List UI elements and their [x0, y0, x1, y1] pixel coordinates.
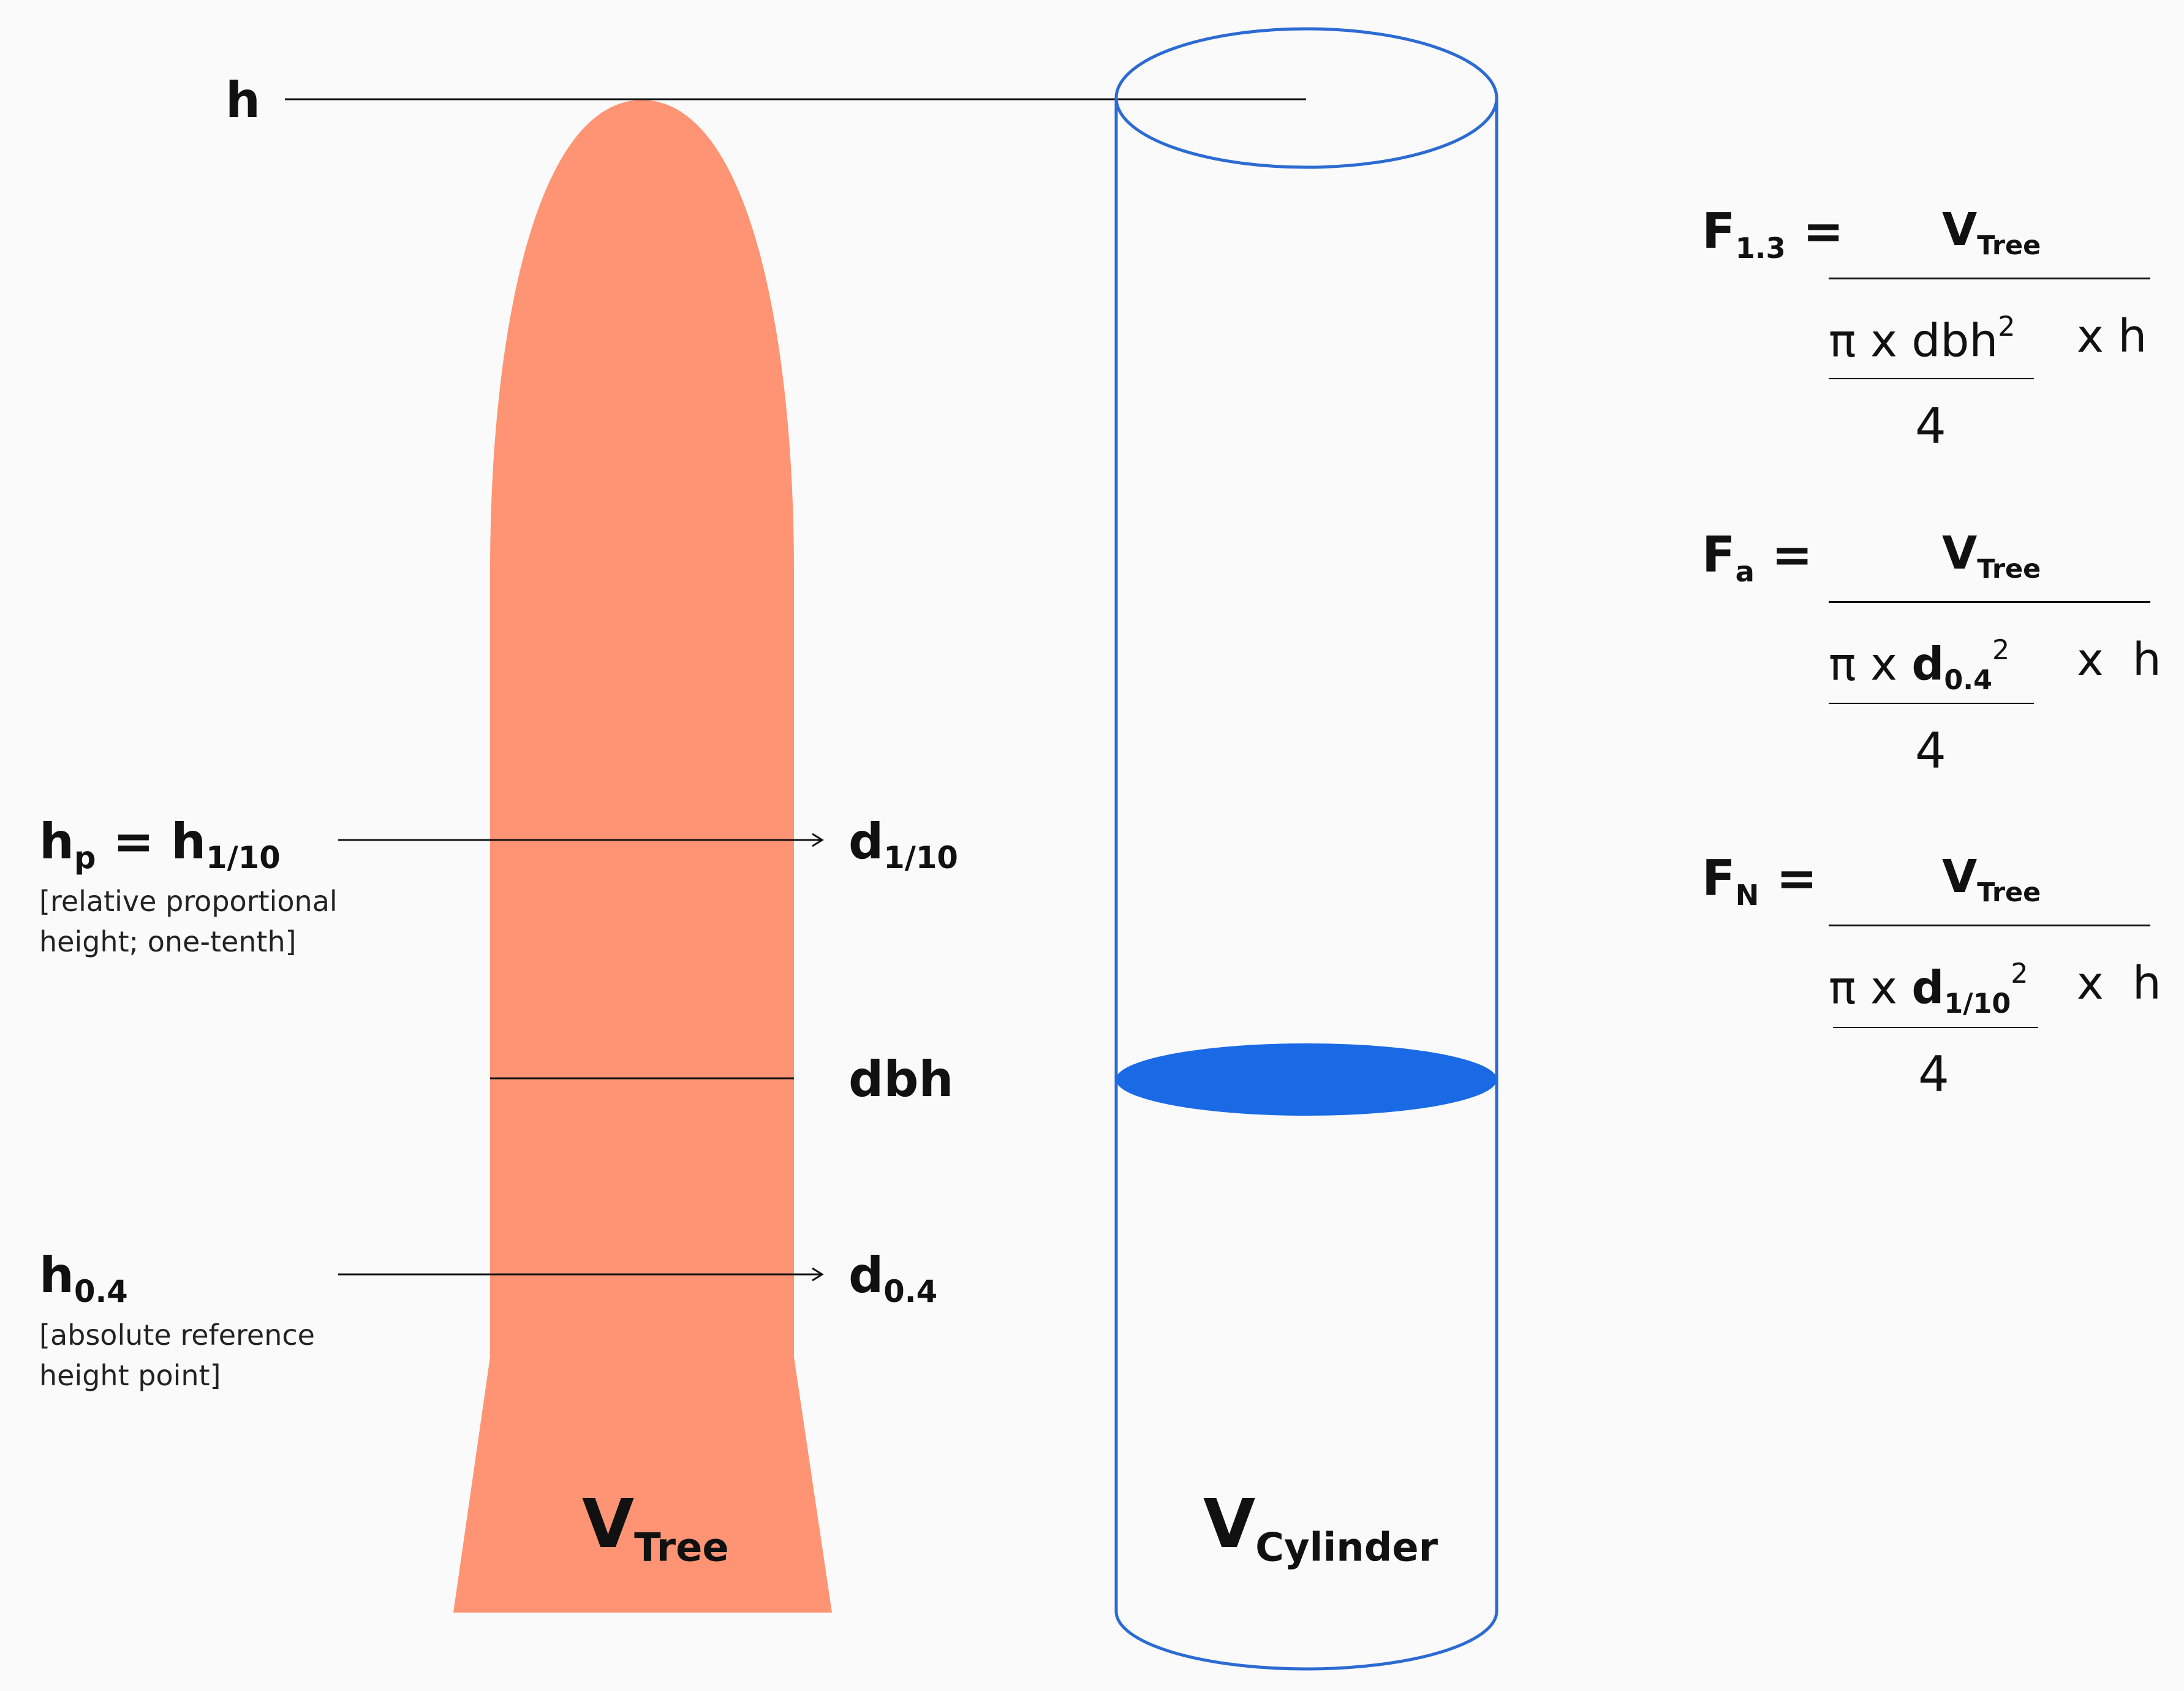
- times-h: x h: [2077, 634, 2161, 686]
- denominator-four: 4: [1918, 1046, 1949, 1103]
- h04-label: h0.4: [39, 1247, 128, 1309]
- formula-numerator: VTree: [1942, 850, 2041, 909]
- inner-fraction-bar: [1829, 703, 2034, 704]
- main-fraction-bar: [1829, 925, 2150, 926]
- formula-numerator: VTree: [1942, 203, 2041, 262]
- height-label: h: [225, 72, 260, 129]
- d04-label: d0.4: [848, 1247, 938, 1309]
- arrow-h110-to-d110: [338, 833, 824, 847]
- h04-note: [absolute reference height point]: [39, 1318, 315, 1392]
- main-fraction-bar: [1829, 278, 2150, 279]
- formula-denominator: π x dbh2: [1829, 311, 2016, 368]
- formula-denominator: π x d0.42: [1829, 635, 2010, 696]
- d110-label: d1/10: [848, 813, 958, 876]
- tree-volume-label: VTree: [582, 1485, 729, 1571]
- formula-numerator: VTree: [1942, 527, 2041, 585]
- inner-fraction-bar: [1829, 378, 2034, 379]
- formula-lhs: F1.3 =: [1702, 203, 1844, 265]
- times-h: x h: [2077, 957, 2161, 1010]
- cylinder-bottom-arc: [1114, 1611, 1498, 1671]
- inner-fraction-bar: [1833, 1027, 2038, 1028]
- arrow-h04-to-d04: [338, 1267, 824, 1282]
- cylinder: [1114, 27, 1498, 1671]
- times-h: x h: [2077, 310, 2147, 363]
- formula-lhs: Fa =: [1702, 526, 1813, 589]
- cylinder-volume-label: VCylinder: [1203, 1485, 1438, 1571]
- hp-label: hp = h1/10: [39, 813, 281, 876]
- dbh-cross-section-disk: [1116, 1043, 1497, 1116]
- dbh-label: dbh: [848, 1051, 954, 1108]
- formula-lhs: FN =: [1702, 850, 1818, 912]
- tree-silhouette: [453, 100, 832, 1613]
- cylinder-top-ellipse: [1114, 27, 1498, 169]
- denominator-four: 4: [1915, 722, 1946, 779]
- denominator-four: 4: [1915, 398, 1946, 455]
- hp-note: [relative proportional height; one-tenth…: [39, 885, 338, 958]
- formula-denominator: π x d1/102: [1829, 958, 2028, 1020]
- main-fraction-bar: [1829, 601, 2150, 603]
